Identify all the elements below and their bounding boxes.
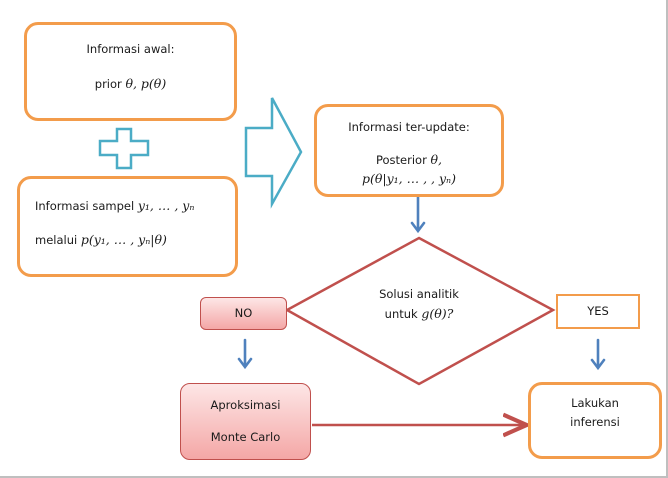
decision-diamond xyxy=(284,236,556,386)
inference-line-1: Lakukan xyxy=(571,396,619,410)
decision-line-2: untuk g(θ)? xyxy=(349,306,489,321)
posterior-theta-math: θ, xyxy=(430,152,442,167)
prior-box-title: Informasi awal: xyxy=(86,42,175,56)
prior-box: Informasi awal: prior θ, p(θ) xyxy=(24,22,237,121)
yes-label: YES xyxy=(587,304,609,318)
no-label: NO xyxy=(234,306,253,320)
right-block-arrow-icon xyxy=(244,97,303,209)
posterior-line-2: p(θ|y₁, … , , yₙ) xyxy=(317,171,501,187)
posterior-label: Posterior xyxy=(376,153,427,167)
inference-line-2: inferensi xyxy=(570,415,620,429)
via-label: melalui xyxy=(35,233,78,247)
down-arrow-icon xyxy=(237,338,253,370)
sample-label: Informasi sampel xyxy=(35,199,135,213)
no-box: NO xyxy=(200,297,287,330)
prior-label: prior xyxy=(94,77,122,91)
down-arrow-icon xyxy=(590,338,606,371)
sample-line-2: melalui p(y₁, … , yₙ|θ) xyxy=(35,232,167,248)
posterior-line-1: Posterior θ, xyxy=(317,152,501,168)
decision-for-label: untuk xyxy=(384,307,418,321)
posterior-math: p(θ|y₁, … , , yₙ) xyxy=(361,171,456,186)
approximation-box: Aproksimasi Monte Carlo xyxy=(180,383,311,460)
yes-box: YES xyxy=(556,294,640,329)
sample-math: y₁, … , yₙ xyxy=(137,198,195,213)
inference-box: Lakukan inferensi xyxy=(528,382,662,459)
prior-math: θ, p(θ) xyxy=(125,76,167,91)
sample-line-1: Informasi sampel y₁, … , yₙ xyxy=(35,198,194,214)
approximation-line-1: Aproksimasi xyxy=(210,398,281,412)
decision-line-1: Solusi analitik xyxy=(379,287,459,301)
posterior-box-title: Informasi ter-update: xyxy=(348,120,470,134)
posterior-box: Informasi ter-update: Posterior θ, p(θ|y… xyxy=(314,104,504,197)
sample-box: Informasi sampel y₁, … , yₙ melalui p(y₁… xyxy=(17,176,238,277)
down-arrow-icon xyxy=(410,195,426,234)
approximation-line-2: Monte Carlo xyxy=(210,430,281,444)
plus-icon xyxy=(98,127,150,170)
likelihood-math: p(y₁, … , yₙ|θ) xyxy=(80,232,167,247)
decision-math: g(θ)? xyxy=(421,306,454,321)
prior-line: prior θ, p(θ) xyxy=(27,76,234,92)
